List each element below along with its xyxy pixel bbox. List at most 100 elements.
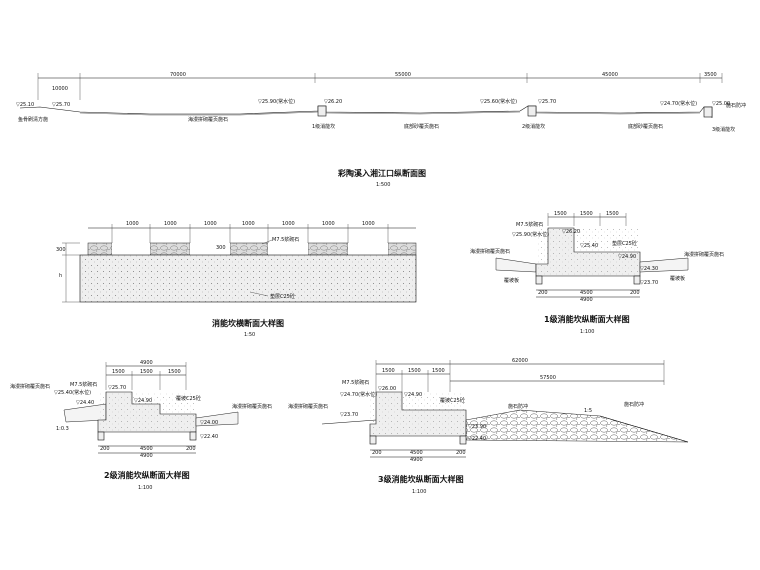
cross-dim-7: 1000 <box>362 221 375 227</box>
profile-label-2: 海漫拼砌覆页施石 <box>188 116 228 123</box>
d1-elev-2: ▽25.90(常水位) <box>512 231 549 238</box>
d1-note-riprap-left: 海漫拼砌覆页施石 <box>470 248 510 255</box>
cross-title: 消能坎横断面大样图 <box>212 318 284 328</box>
d1-top-dim-3: 1500 <box>606 211 619 217</box>
profile-dim-3: 55000 <box>395 72 411 78</box>
cross-dim-6: 1000 <box>322 221 335 227</box>
profile-label-5: 2级消能坎 <box>522 123 545 130</box>
d1-elev-3: ▽25.40 <box>580 243 598 249</box>
d2-note-riprap-left: 海漫拼砌覆页施石 <box>10 383 50 390</box>
profile-elev-1: ▽25.10 <box>16 102 34 108</box>
d2-top-dim-1: 4900 <box>140 360 153 366</box>
d2-note-masonry: M7.5浆砌石 <box>70 381 97 388</box>
d1-note-slab-left: 覆坡板 <box>504 277 519 284</box>
d2-top-dim-2: 1500 <box>112 369 125 375</box>
d2-elev-5: ▽24.00 <box>200 420 218 426</box>
d3-elev-6: ▽22.40 <box>468 436 486 442</box>
d3-note-masonry: M7.5浆砌石 <box>342 379 369 386</box>
d2-bottom-dim-1: 200 <box>100 446 110 452</box>
cross-note-300: 300 <box>216 245 226 251</box>
cross-dim-4: 1000 <box>242 221 255 227</box>
profile-dim-2: 70000 <box>170 72 186 78</box>
profile-title: 彩陶溪入湘江口纵断面图 <box>337 168 426 178</box>
cross-scale: 1:50 <box>244 332 255 338</box>
cross-dim-3: 1000 <box>204 221 217 227</box>
profile-label-4: 底部砂覆页施石 <box>404 123 439 130</box>
d1-bottom-dim-3: 200 <box>630 290 640 296</box>
d3-bottom-dim-1: 200 <box>372 450 382 456</box>
d1-note-riprap-right: 海漫拼砌覆页施石 <box>684 251 724 258</box>
d2-note-riprap-right: 海漫拼砌覆页施石 <box>232 403 272 410</box>
cross-note-concrete: 垫层C25砼 <box>270 293 295 300</box>
d2-top-dim-4: 1500 <box>168 369 181 375</box>
profile-dim-4: 45000 <box>602 72 618 78</box>
d2-elev-3: ▽24.40 <box>76 400 94 406</box>
profile-elev-8: ▽25.00 <box>712 101 730 107</box>
profile-elev-6: ▽25.70 <box>538 99 556 105</box>
d2-scale: 1:100 <box>138 485 152 491</box>
d3-scale: 1:100 <box>412 489 426 495</box>
d1-top-dim-1: 1500 <box>554 211 567 217</box>
d3-elev-5: ▽23.90 <box>468 424 486 430</box>
cross-dim-5: 1000 <box>282 221 295 227</box>
d1-elev-4: ▽24.90 <box>618 254 636 260</box>
d3-note-riprap: 海漫拼砌覆页施石 <box>288 403 328 410</box>
cross-dim-2: 1000 <box>164 221 177 227</box>
d3-bottom-dim-2: 4500 <box>410 450 423 456</box>
d2-elev-2: ▽25.40(常水位) <box>54 389 91 396</box>
d3-note-rock-1: 施石防冲 <box>508 403 528 410</box>
d3-note-concrete: 覆坡C25砼 <box>440 397 465 404</box>
d1-bottom-dim-1: 200 <box>538 290 548 296</box>
profile-elev-5: ▽25.60(常水位) <box>480 98 517 105</box>
cross-note-masonry: M7.5浆砌石 <box>272 236 299 243</box>
d3-top-dim-4: 1500 <box>432 368 445 374</box>
d3-elev-4: ▽23.70 <box>340 412 358 418</box>
d3-bottom-dim-4: 4900 <box>410 457 423 463</box>
d3-elev-3: ▽24.90 <box>404 392 422 398</box>
detail3-section: 62000 1500 1500 1500 57500 ▽26.00 ▽24.70… <box>288 358 689 495</box>
profile-label-3: 1级消能坎 <box>312 123 335 130</box>
profile-elev-4: ▽26.20 <box>324 99 342 105</box>
detail1-section: 1500 1500 1500 ▽26.20 ▽25.90(常水位) ▽25.40… <box>470 211 724 335</box>
d2-bottom-dim-3: 200 <box>186 446 196 452</box>
profile-elev-3: ▽25.90(常水位) <box>258 98 295 105</box>
d3-bottom-dim-3: 200 <box>456 450 466 456</box>
d2-elev-1: ▽25.70 <box>108 385 126 391</box>
profile-scale: 1:500 <box>376 182 390 188</box>
d2-note-slope: 1:0.3 <box>56 426 69 432</box>
profile-label-7: 3级消能坎 <box>712 126 735 133</box>
d3-elev-2: ▽24.70(常水位) <box>340 391 377 398</box>
d3-top-dim-5: 57500 <box>540 375 556 381</box>
d3-elev-1: ▽26.00 <box>378 386 396 392</box>
d2-elev-6: ▽22.40 <box>200 434 218 440</box>
d1-elev-5: ▽24.30 <box>640 266 658 272</box>
d1-elev-6: ▽23.70 <box>640 280 658 286</box>
d2-bottom-dim-2: 4500 <box>140 446 153 452</box>
d1-title: 1级消能坎纵断面大样图 <box>544 314 630 324</box>
profile-label-1: 鱼骨刷清方施 <box>18 116 48 123</box>
cross-dim-1: 1000 <box>126 221 139 227</box>
profile-elev-7: ▽24.70(常水位) <box>660 100 697 107</box>
d1-elev-1: ▽26.20 <box>562 229 580 235</box>
d3-title: 3级消能坎纵断面大样图 <box>378 474 464 484</box>
d2-note-concrete: 覆坡C25砼 <box>176 395 201 402</box>
d3-note-slope: 1:5 <box>584 408 592 414</box>
d2-elev-4: ▽24.90 <box>134 398 152 404</box>
d1-bottom-dim-2: 4500 <box>580 290 593 296</box>
detail2-section: 4900 1500 1500 1500 ▽25.70 ▽25.40(常水位) ▽… <box>10 360 272 491</box>
profile-dim-5: 3500 <box>704 72 717 78</box>
cross-side-h: h <box>59 273 62 279</box>
profile-label-6: 底部砂覆页施石 <box>628 123 663 130</box>
d3-note-rock-2: 施石防冲 <box>624 401 644 408</box>
d1-top-dim-2: 1500 <box>580 211 593 217</box>
d3-top-dim-2: 1500 <box>382 368 395 374</box>
d3-top-dim-3: 1500 <box>408 368 421 374</box>
d1-scale: 1:100 <box>580 329 594 335</box>
profile-dim-1: 10000 <box>52 86 68 92</box>
d1-note-masonry: M7.5浆砌石 <box>516 221 543 228</box>
profile-label-8: 施石防冲 <box>726 102 746 109</box>
cross-side-300: 300 <box>56 247 66 253</box>
d1-bottom-dim-4: 4900 <box>580 297 593 303</box>
d2-title: 2级消能坎纵断面大样图 <box>104 470 190 480</box>
